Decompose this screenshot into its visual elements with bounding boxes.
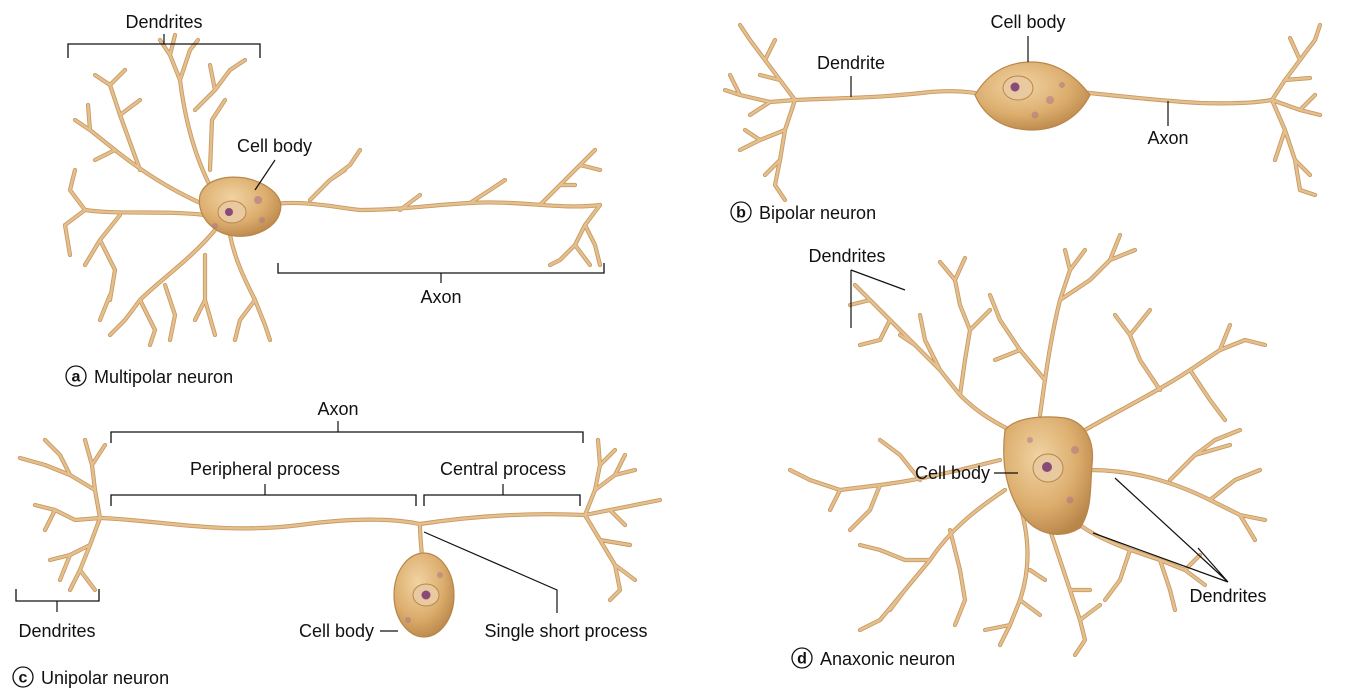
bipolar-cell-body-label: Cell body	[990, 12, 1065, 32]
panel-a-letter: a	[72, 369, 81, 386]
unipolar-caption: Unipolar neuron	[41, 668, 169, 688]
unipolar-axon-bracket	[111, 432, 583, 443]
anaxonic-dendrites-bottom-label: Dendrites	[1189, 586, 1266, 606]
multipolar-dendrites-label: Dendrites	[125, 12, 202, 32]
multipolar-axon-label: Axon	[420, 287, 461, 307]
unipolar-axon-label: Axon	[317, 399, 358, 419]
panel-c-letter: c	[19, 670, 28, 687]
anaxonic-dendrites-top-leaders	[851, 270, 905, 328]
single-short-process-label: Single short process	[484, 621, 647, 641]
multipolar-nucleolus	[225, 208, 233, 216]
multipolar-neuron-illustration	[65, 35, 600, 345]
anaxonic-cell-body-label: Cell body	[915, 463, 990, 483]
multipolar-cell-body-label: Cell body	[237, 136, 312, 156]
anaxonic-dendrites-top-label: Dendrites	[808, 246, 885, 266]
anaxonic-nucleolus	[1042, 462, 1052, 472]
peripheral-process-bracket	[111, 495, 416, 506]
bipolar-neuron-illustration	[725, 25, 1320, 200]
anaxonic-cell-body	[1004, 417, 1093, 534]
bipolar-dendrite-label: Dendrite	[817, 53, 885, 73]
unipolar-nucleolus	[422, 591, 431, 600]
multipolar-cell-body	[199, 177, 280, 236]
panel-b-letter: b	[736, 205, 746, 222]
bipolar-neuron-panel: Cell body Dendrite Axon b Bipolar neuron	[725, 12, 1320, 223]
bipolar-nucleolus	[1011, 83, 1020, 92]
multipolar-processes	[65, 35, 600, 345]
multipolar-processes-outline	[65, 35, 600, 345]
bipolar-caption: Bipolar neuron	[759, 203, 876, 223]
unipolar-dendrites-bracket	[16, 589, 99, 601]
anaxonic-neuron-panel: Dendrites Cell body Dendrites d Anaxonic…	[790, 235, 1267, 669]
multipolar-caption: Multipolar neuron	[94, 367, 233, 387]
multipolar-neuron-panel: Dendrites Cell body Axon a Multipolar ne…	[65, 12, 604, 387]
bipolar-axon-label: Axon	[1147, 128, 1188, 148]
bipolar-cell-body	[975, 62, 1090, 130]
central-process-label: Central process	[440, 459, 566, 479]
anaxonic-caption: Anaxonic neuron	[820, 649, 955, 669]
unipolar-dendrites-label: Dendrites	[18, 621, 95, 641]
unipolar-cell-body-label: Cell body	[299, 621, 374, 641]
unipolar-cell-body	[394, 553, 454, 637]
peripheral-process-label: Peripheral process	[190, 459, 340, 479]
unipolar-neuron-panel: Axon Peripheral process Central process …	[13, 399, 660, 688]
central-process-bracket	[424, 495, 580, 506]
panel-d-letter: d	[797, 651, 807, 668]
